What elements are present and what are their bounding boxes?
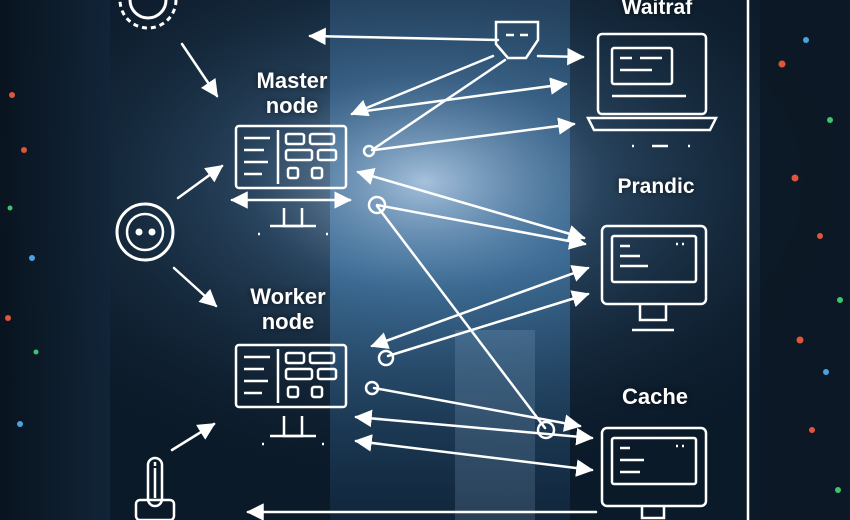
arrow-hub-to-left bbox=[308, 27, 500, 46]
port-master-small bbox=[362, 144, 376, 158]
prandic-monitor[interactable] bbox=[600, 224, 708, 332]
rack-lights bbox=[5, 37, 843, 493]
ports bbox=[362, 144, 556, 440]
arrow-cache-to-worker-2 bbox=[354, 434, 594, 477]
arrow-gear-to-master bbox=[180, 42, 219, 98]
arrow-hub-to-laptop bbox=[536, 47, 585, 66]
arrow-face-to-master bbox=[176, 164, 224, 200]
arrow-prandic-to-master bbox=[356, 168, 586, 242]
waitraf-laptop[interactable] bbox=[585, 32, 719, 148]
worker-node-monitor[interactable] bbox=[234, 343, 348, 446]
waitraf-label: Waitraf bbox=[621, 0, 693, 19]
arrow-thermo-to-worker bbox=[170, 422, 216, 452]
cache-label: Cache bbox=[621, 384, 689, 409]
arrow-hub-to-master bbox=[350, 54, 495, 117]
arrow-face-to-worker bbox=[172, 266, 218, 308]
prandic-label: Prandic bbox=[617, 175, 695, 198]
worker-node-label: Worker node bbox=[250, 284, 326, 335]
arrow-port-to-prandic bbox=[375, 203, 587, 250]
face-icon bbox=[115, 202, 175, 262]
line-hub-to-port bbox=[370, 58, 507, 152]
port-worker-upper bbox=[377, 349, 395, 367]
arrow-port-to-laptop bbox=[372, 117, 576, 152]
port-worker-lower bbox=[364, 380, 380, 396]
master-node-monitor[interactable] bbox=[234, 124, 348, 236]
arrow-master-to-laptop-1 bbox=[356, 77, 568, 114]
robot-face-icon bbox=[494, 20, 540, 60]
arrow-worker-to-prandic bbox=[386, 290, 590, 358]
gear-icon bbox=[118, 0, 178, 30]
arrow-prandic-to-worker-1 bbox=[370, 265, 590, 349]
port-master-large bbox=[367, 195, 387, 215]
master-node-label: Master node bbox=[256, 68, 328, 119]
thermometer-icon bbox=[134, 456, 176, 520]
port-cache bbox=[536, 420, 556, 440]
cache-monitor[interactable] bbox=[600, 426, 708, 520]
connectors bbox=[170, 27, 598, 520]
